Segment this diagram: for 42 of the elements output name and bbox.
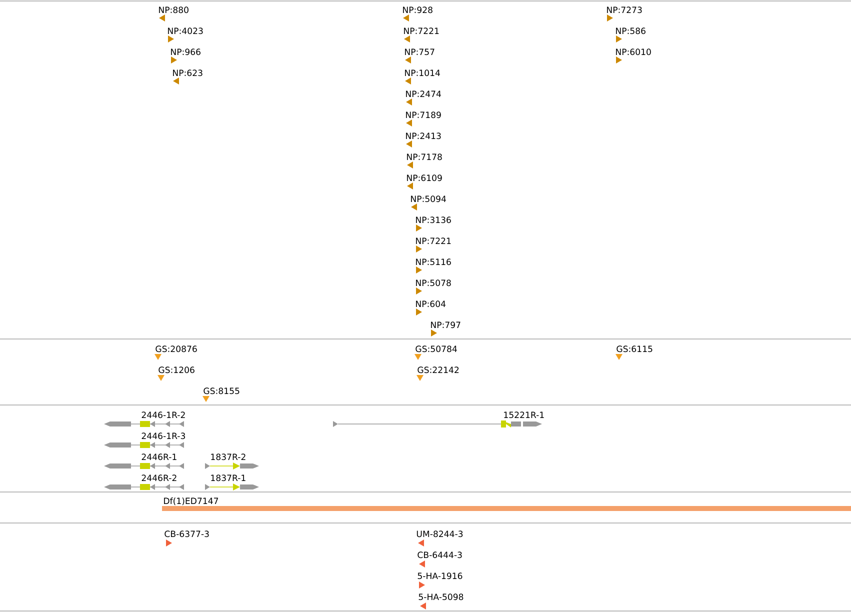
feature-label: 2446-1R-2 <box>142 412 185 418</box>
feature-label: CB-6444-3 <box>418 552 462 558</box>
feature-label: NP:7189 <box>406 112 441 118</box>
feature-label: GS:8155 <box>204 388 240 394</box>
feature-label: NP:7178 <box>407 154 442 160</box>
feature-label: NP:3136 <box>416 216 451 224</box>
feature-label: GS:6115 <box>616 346 652 352</box>
feature-label: NP:2413 <box>406 132 441 140</box>
feature-label: CB-6377-3 <box>164 530 209 538</box>
feature-label: GS:22142 <box>418 366 459 374</box>
feature-label: NP:880 <box>159 6 188 14</box>
feature-label: 2446R-2 <box>142 474 176 482</box>
feature-label: NP:928 <box>403 6 432 14</box>
feature-label: NP:4023 <box>168 28 203 34</box>
feature-label: 1837R-2 <box>211 454 246 460</box>
feature-label: NP:7221 <box>404 28 439 34</box>
feature-label: UM-8244-3 <box>416 530 463 538</box>
feature-label: 15221R-1 <box>504 412 544 418</box>
feature-label: NP:5078 <box>416 280 451 286</box>
feature-label: Df(1)ED7147 <box>164 498 218 506</box>
feature-label: NP:6109 <box>407 174 442 182</box>
feature-label: NP:757 <box>405 48 434 56</box>
feature-label: NP:5094 <box>411 196 446 202</box>
feature-label: 5-HA-1916 <box>418 572 462 580</box>
feature-label: NP:6010 <box>616 48 651 56</box>
feature-label: NP:2474 <box>406 90 441 97</box>
feature-label: 1837R-1 <box>211 474 246 482</box>
feature-label: NP:586 <box>616 28 646 34</box>
feature-label: NP:7273 <box>607 6 642 14</box>
feature-label: NP:1014 <box>405 70 440 76</box>
feature-label: 2446R-1 <box>142 454 176 460</box>
feature-label: GS:20876 <box>156 346 197 352</box>
feature-label: NP:966 <box>171 48 200 56</box>
feature-label: 5-HA-5098 <box>418 594 464 600</box>
feature-label: NP:7221 <box>416 238 451 244</box>
feature-label: NP:623 <box>173 70 202 76</box>
feature-label: GS:50784 <box>416 346 457 352</box>
feature-label: GS:1206 <box>158 366 194 374</box>
feature-label: 2446-1R-3 <box>142 432 186 440</box>
feature-label: NP:604 <box>416 300 446 308</box>
feature-label: NP:797 <box>431 322 460 328</box>
feature-label: NP:5116 <box>416 258 451 266</box>
